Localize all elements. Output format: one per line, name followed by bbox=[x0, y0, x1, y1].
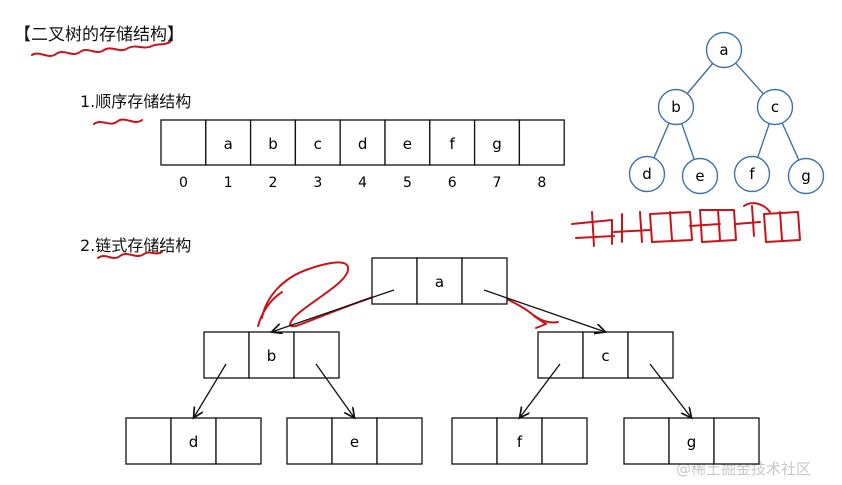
array-index: 4 bbox=[358, 175, 367, 191]
tree-node-label: g bbox=[801, 167, 811, 185]
array-cell bbox=[429, 119, 476, 166]
node-field bbox=[125, 417, 172, 465]
sequential-storage-heading: 1.顺序存储结构 bbox=[80, 92, 192, 111]
array-cell-value: b bbox=[268, 135, 278, 153]
array-cell bbox=[294, 119, 341, 166]
tree-node bbox=[657, 88, 695, 126]
array-cell bbox=[160, 119, 207, 166]
node-field bbox=[496, 417, 543, 465]
tree-node-label: e bbox=[695, 167, 704, 185]
node-field bbox=[451, 417, 498, 465]
tree-node-label: b bbox=[671, 98, 681, 116]
array-cell-value: e bbox=[403, 135, 412, 153]
array-index: 1 bbox=[224, 175, 233, 191]
array-cell bbox=[339, 119, 386, 166]
tree-node-label: d bbox=[642, 165, 652, 183]
array-cell-value: d bbox=[358, 135, 368, 153]
tree-node bbox=[628, 155, 666, 193]
node-field bbox=[376, 417, 423, 465]
array-cell-value: g bbox=[492, 135, 502, 153]
tree-node-label: f bbox=[749, 165, 755, 183]
array-cell-value: c bbox=[314, 135, 322, 153]
sequential-array: 0 a 1 b 2 c 3 d 4 e 5 f 6 g 7 8 bbox=[160, 119, 565, 191]
node-field bbox=[623, 417, 670, 465]
array-cell bbox=[205, 119, 252, 166]
array-cell bbox=[249, 119, 297, 166]
node-field bbox=[286, 417, 333, 465]
tree-edge bbox=[781, 122, 800, 161]
array-index: 6 bbox=[448, 175, 457, 191]
node-field bbox=[627, 331, 674, 379]
node-field bbox=[541, 417, 588, 465]
array-cell-value: f bbox=[450, 135, 456, 153]
pointer-arrow bbox=[483, 289, 606, 332]
pointer-arrow bbox=[194, 363, 227, 418]
ink-annotations bbox=[31, 41, 801, 329]
tree-edge bbox=[757, 123, 770, 158]
linked-storage-heading: 2.链式存储结构 bbox=[80, 236, 192, 255]
node-data-d: d bbox=[189, 433, 199, 451]
node-field bbox=[537, 331, 584, 379]
array-cell-value: a bbox=[224, 135, 233, 153]
node-data-e: e bbox=[350, 433, 359, 451]
node-field bbox=[416, 257, 463, 305]
tree-node bbox=[733, 155, 771, 193]
node-data-b: b bbox=[267, 347, 277, 365]
tree-node-label: a bbox=[719, 41, 728, 59]
node-field bbox=[331, 417, 378, 465]
array-index: 8 bbox=[537, 175, 546, 191]
tree-node-label: c bbox=[771, 98, 779, 116]
array-index: 0 bbox=[179, 175, 188, 191]
node-field bbox=[215, 417, 262, 465]
array-cell bbox=[518, 119, 565, 166]
tree-node bbox=[787, 157, 825, 195]
pointer-arrow bbox=[272, 289, 395, 332]
array-index: 2 bbox=[269, 175, 278, 191]
tree-edge bbox=[681, 123, 695, 160]
tree-edge bbox=[653, 122, 670, 159]
node-field bbox=[371, 257, 418, 305]
node-data-c: c bbox=[601, 347, 609, 365]
tree-edge bbox=[686, 62, 714, 95]
node-field bbox=[293, 331, 340, 379]
array-index: 5 bbox=[403, 175, 412, 191]
pointer-arrow bbox=[520, 363, 561, 418]
node-data-g: g bbox=[687, 433, 697, 451]
binary-tree: a b c d e f g bbox=[628, 31, 825, 195]
tree-node bbox=[756, 88, 794, 126]
tree-node bbox=[705, 31, 743, 69]
node-field bbox=[461, 257, 508, 305]
array-index: 3 bbox=[313, 175, 322, 191]
node-field bbox=[713, 417, 760, 465]
tree-edge bbox=[735, 62, 764, 95]
node-data-f: f bbox=[517, 433, 523, 451]
array-index: 7 bbox=[493, 175, 502, 191]
node-field bbox=[203, 331, 250, 379]
tree-node bbox=[681, 157, 719, 195]
linked-structure: a b c d e f g bbox=[125, 257, 760, 465]
node-data-a: a bbox=[435, 273, 444, 291]
pointer-arrow bbox=[315, 363, 355, 418]
array-cell bbox=[473, 119, 521, 166]
pointer-arrow bbox=[649, 363, 692, 418]
page-title: 【二叉树的存储结构】 bbox=[14, 25, 184, 45]
